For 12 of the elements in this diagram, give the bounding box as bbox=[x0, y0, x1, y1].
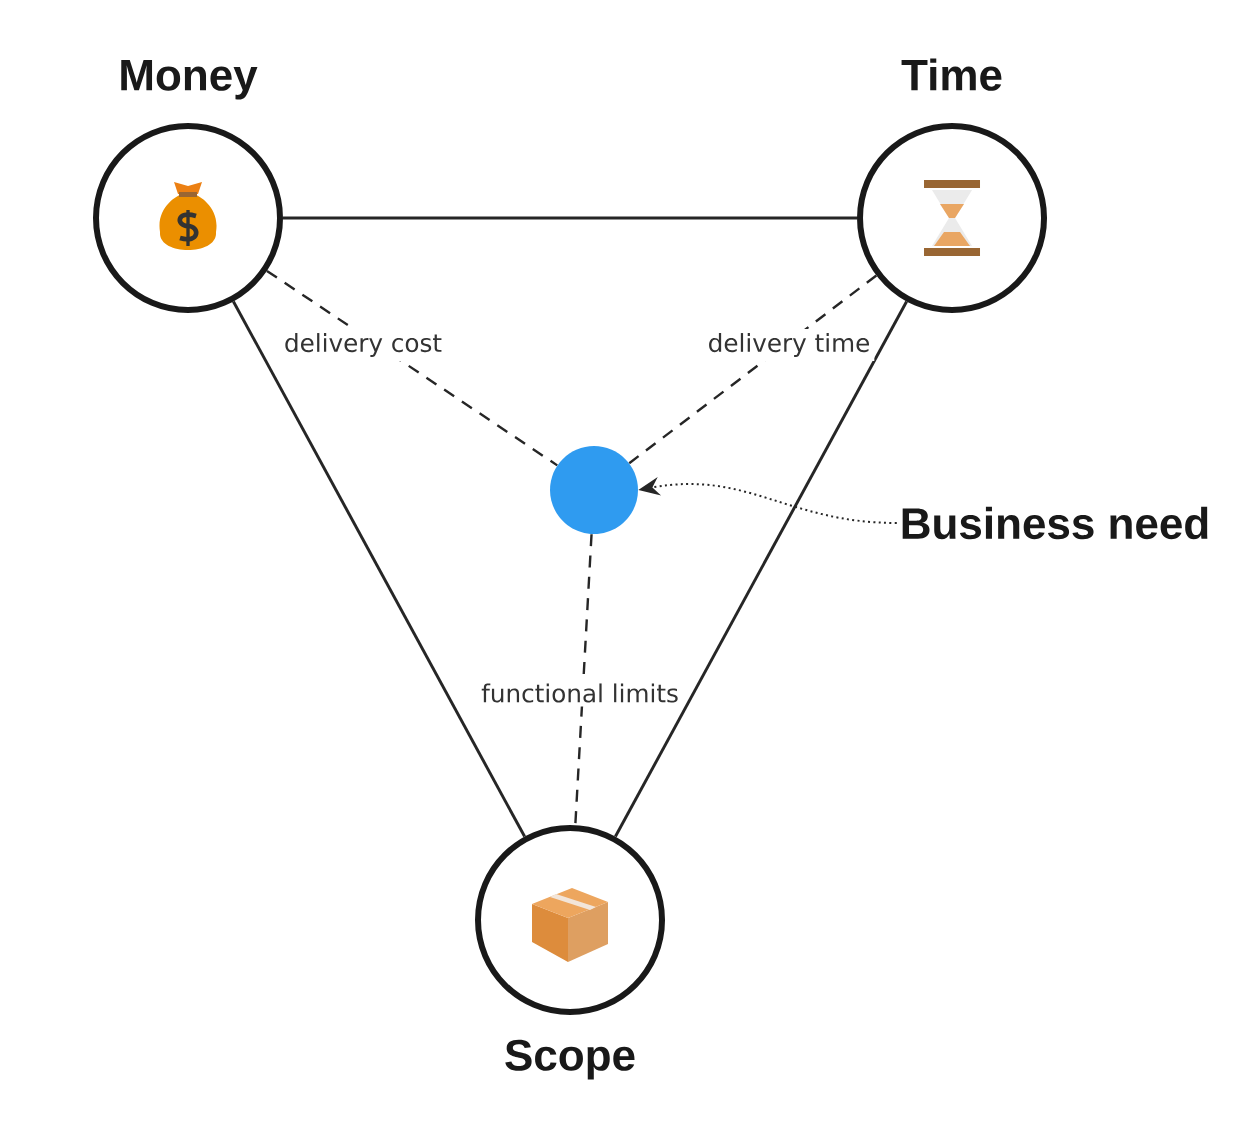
node-label: Money bbox=[121, 60, 258, 100]
edge-label: delivery cost bbox=[279, 329, 447, 361]
connector-line bbox=[283, 216, 857, 220]
edge-label: functional limits bbox=[477, 679, 683, 707]
node-label: Time bbox=[901, 58, 1002, 91]
connector-line bbox=[232, 300, 526, 838]
node-label: Scope bbox=[505, 1039, 635, 1080]
connector-line bbox=[614, 300, 908, 838]
dashed-line bbox=[574, 534, 593, 826]
dot bbox=[550, 446, 638, 534]
callout-text: Business need bbox=[902, 506, 1208, 540]
edge-label: delivery time bbox=[703, 329, 875, 361]
